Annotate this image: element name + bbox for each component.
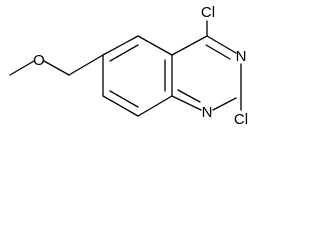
ring-bond [212, 97, 237, 111]
double-bond-inner [177, 89, 201, 103]
methyl-bond-1 [9, 60, 35, 76]
ring-bond [102, 95, 139, 117]
atom-label-n-upper: N [236, 48, 247, 65]
atom-label-cl-bottom: Cl [234, 111, 248, 128]
chemical-structure-diagram: O Cl N N Cl [9, 4, 248, 128]
double-bond-inner [109, 44, 139, 62]
ring-bond [171, 35, 208, 56]
benzene-ring [102, 35, 173, 117]
double-bond-outer [206, 35, 237, 54]
ring-bond [137, 35, 173, 56]
double-bond-outer [171, 95, 202, 111]
atom-label-o: O [33, 52, 45, 69]
ether-bond [68, 54, 104, 76]
pyrimidine-ring [171, 35, 242, 111]
methoxy-group [9, 54, 104, 76]
atom-label-cl-top: Cl [201, 4, 215, 21]
ring-bond [137, 95, 173, 117]
atom-label-n-lower: N [202, 104, 213, 121]
ring-bond [102, 35, 139, 56]
double-bond-inner [205, 44, 231, 60]
methyl-bond-2 [43, 60, 70, 76]
double-bond-inner [109, 90, 139, 108]
